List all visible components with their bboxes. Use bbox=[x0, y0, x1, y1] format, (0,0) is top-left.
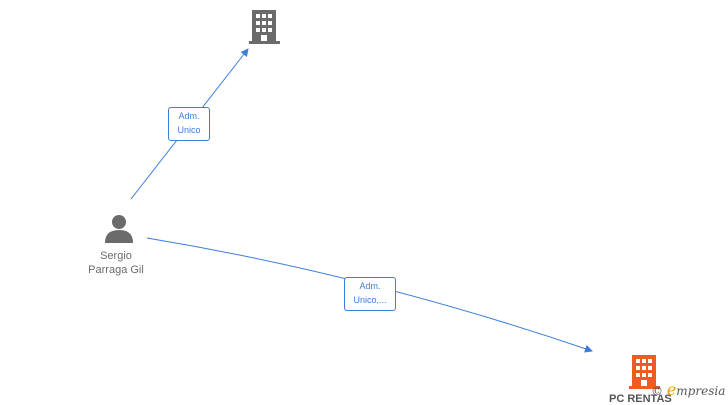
person-name-line1: Sergio bbox=[100, 250, 132, 262]
copyright-symbol: © bbox=[651, 384, 663, 398]
company-top-node[interactable] bbox=[249, 10, 281, 49]
edge-label-line1: Adm. bbox=[178, 111, 200, 121]
person-name-line2: Parraga Gil bbox=[88, 264, 144, 276]
person-node[interactable] bbox=[104, 213, 134, 248]
company-pc-rentas-node[interactable] bbox=[629, 355, 661, 394]
person-name: Sergio Parraga Gil bbox=[76, 249, 156, 277]
brand-name: mpresia bbox=[676, 384, 726, 398]
empresia-watermark: © empresia bbox=[651, 380, 725, 399]
brand-initial: e bbox=[666, 380, 677, 399]
edge-label-line1: Adm. bbox=[359, 281, 381, 291]
building-icon bbox=[249, 10, 280, 44]
edge-label-line2: Unico bbox=[177, 125, 201, 135]
edge-label-adm-unico[interactable]: Adm. Unico bbox=[168, 107, 210, 141]
edge-label-adm-unico-more[interactable]: Adm. Unico,... bbox=[344, 277, 396, 311]
edge-label-line2: Unico,... bbox=[353, 295, 387, 305]
building-icon bbox=[629, 355, 660, 389]
person-icon bbox=[105, 215, 133, 243]
